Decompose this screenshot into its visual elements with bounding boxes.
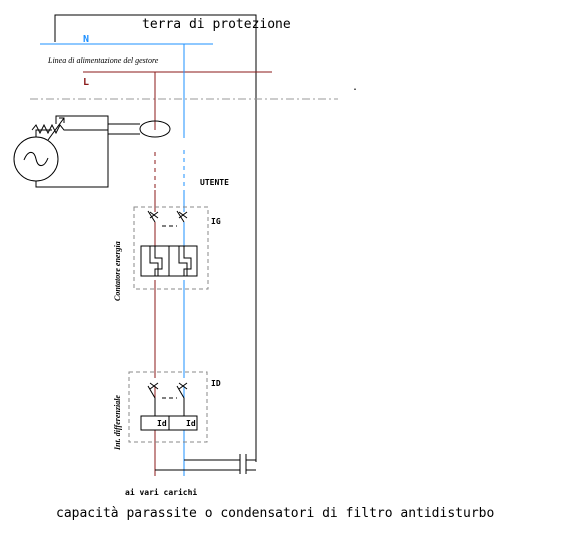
dot-label: . <box>352 82 358 93</box>
supply-line-label: Linea di alimentazione del gestore <box>47 56 159 65</box>
main-switch-label: IG <box>211 217 221 226</box>
neutral-label: N <box>83 34 89 45</box>
rcd-id-right-label: Id <box>186 419 196 428</box>
caption-label: capacità parassite o condensatori di fil… <box>56 506 494 521</box>
user-label: UTENTE <box>200 178 229 187</box>
rcd-box <box>128 371 208 443</box>
loads-label: ai vari carichi <box>125 487 197 497</box>
parasitic-capacitors <box>155 454 256 474</box>
earth-label: terra di protezione <box>142 17 291 32</box>
meter-box <box>133 206 209 290</box>
line-label: L <box>83 77 89 88</box>
generator-source <box>13 115 171 188</box>
rcd-vertical-label: Int. differenziale <box>113 395 122 451</box>
rcd-switch <box>140 382 198 431</box>
earth-conductor <box>54 14 257 462</box>
rcd-label: ID <box>211 379 221 388</box>
main-switch-ig <box>147 210 188 227</box>
rcd-id-left-label: Id <box>157 419 167 428</box>
meter-vertical-label: Contatore energia <box>113 241 122 301</box>
energy-meter <box>140 245 198 277</box>
